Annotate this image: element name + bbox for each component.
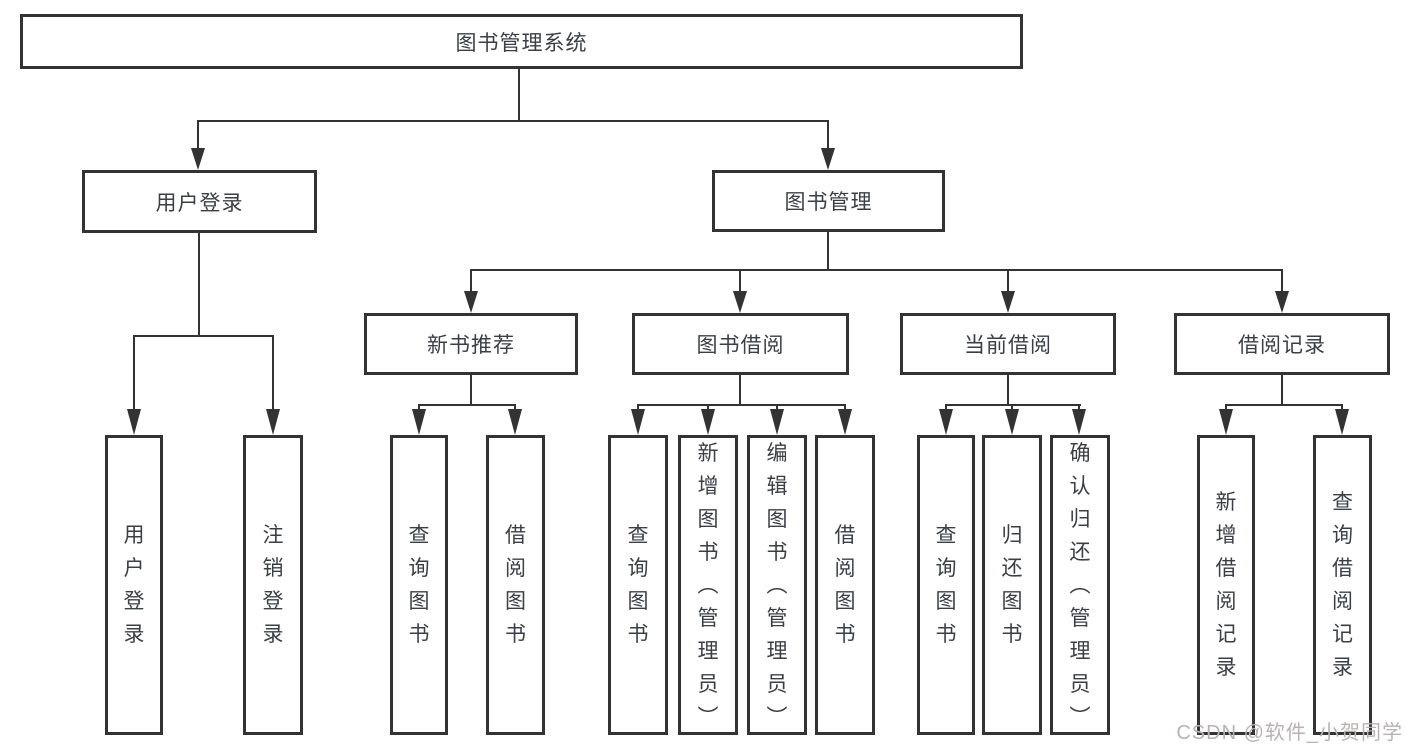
leaf-edit-book-admin-label: 编辑图书︵管理员︶ [766, 441, 788, 729]
arrowhead-down-icon [1335, 409, 1349, 435]
connector-line [827, 120, 829, 150]
node-user-login: 用户登录 [82, 170, 317, 233]
connector-line [272, 335, 274, 413]
connector-line [827, 232, 829, 271]
node-book-management: 图书管理 [712, 170, 945, 232]
connector-line [1007, 375, 1009, 406]
leaf-add-borrow-record-label: 新增借阅记录 [1215, 491, 1237, 679]
node-borrow-record: 借阅记录 [1174, 313, 1390, 375]
leaf-add-book-admin-label: 新增图书︵管理员︶ [697, 441, 719, 729]
connector-line [1011, 404, 1013, 412]
connector-line [707, 404, 709, 412]
leaf-borrow-book-2: 借阅图书 [815, 435, 875, 735]
connector-line [197, 120, 199, 150]
arrowhead-down-icon [770, 409, 784, 435]
connector-line [1281, 375, 1283, 406]
leaf-logout-label: 注销登录 [262, 524, 284, 646]
leaf-query-borrow-record: 查询借阅记录 [1313, 435, 1372, 735]
arrowhead-down-icon [701, 409, 715, 435]
leaf-edit-book-admin: 编辑图书︵管理员︶ [747, 435, 807, 735]
node-borrow-record-label: 借阅记录 [1238, 334, 1326, 357]
arrowhead-down-icon [191, 148, 205, 170]
node-current-borrow-label: 当前借阅 [964, 334, 1052, 357]
node-root-label: 图书管理系统 [455, 31, 588, 55]
leaf-query-book-1-label: 查询图书 [408, 524, 430, 646]
connector-line [133, 335, 273, 337]
connector-line [1007, 269, 1009, 293]
csdn-watermark: CSDN @软件_小贺同学 [1176, 722, 1403, 744]
connector-line [776, 404, 778, 412]
node-current-borrow: 当前借阅 [900, 313, 1116, 375]
connector-line [514, 404, 516, 412]
connector-line [518, 69, 520, 122]
leaf-borrow-book-2-label: 借阅图书 [834, 524, 856, 646]
arrowhead-down-icon [412, 409, 426, 435]
connector-line [198, 233, 200, 337]
connector-line [470, 269, 472, 293]
leaf-return-book-label: 归还图书 [1001, 524, 1023, 646]
node-new-book-recommend-label: 新书推荐 [427, 334, 515, 357]
connector-line [470, 269, 1282, 271]
connector-line [739, 375, 741, 406]
connector-line [1281, 269, 1283, 293]
connector-line [1078, 404, 1080, 412]
arrowhead-down-icon [1005, 409, 1019, 435]
leaf-query-book-1: 查询图书 [390, 435, 448, 735]
arrowhead-down-icon [1219, 409, 1233, 435]
leaf-query-book-2: 查询图书 [608, 435, 668, 735]
node-book-management-label: 图书管理 [784, 191, 873, 214]
arrowhead-down-icon [1275, 291, 1289, 313]
arrowhead-down-icon [1001, 291, 1015, 313]
connector-line [133, 335, 135, 413]
connector-line [637, 404, 639, 412]
node-book-borrow-label: 图书借阅 [696, 334, 785, 357]
connector-line [945, 404, 1081, 406]
leaf-confirm-return-admin-label: 确认归还︵管理员︶ [1069, 441, 1091, 729]
connector-line [418, 404, 516, 406]
arrowhead-down-icon [939, 409, 953, 435]
leaf-return-book: 归还图书 [982, 435, 1042, 735]
connector-line [470, 375, 472, 406]
leaf-add-borrow-record: 新增借阅记录 [1197, 435, 1255, 735]
leaf-logout: 注销登录 [243, 435, 303, 735]
node-new-book-recommend: 新书推荐 [364, 313, 578, 375]
leaf-query-book-2-label: 查询图书 [627, 524, 649, 646]
arrowhead-down-icon [508, 409, 522, 435]
connector-line [844, 404, 846, 412]
connector-line [945, 404, 947, 412]
arrowhead-down-icon [733, 291, 747, 313]
connector-line [418, 404, 420, 412]
leaf-borrow-book-1: 借阅图书 [486, 435, 545, 735]
connector-line [1225, 404, 1343, 406]
leaf-user-login-label: 用户登录 [123, 524, 145, 646]
leaf-confirm-return-admin: 确认归还︵管理员︶ [1050, 435, 1110, 735]
leaf-user-login: 用户登录 [105, 435, 163, 735]
leaf-query-book-3-label: 查询图书 [935, 524, 957, 646]
leaf-query-borrow-record-label: 查询借阅记录 [1332, 491, 1353, 679]
connector-line [1341, 404, 1343, 412]
connector-line [637, 404, 845, 406]
node-user-login-label: 用户登录 [155, 191, 244, 215]
arrowhead-down-icon [1072, 409, 1086, 435]
arrowhead-down-icon [464, 291, 478, 313]
connector-line [1225, 404, 1227, 412]
arrowhead-down-icon [631, 409, 645, 435]
arrowhead-down-icon [127, 409, 141, 435]
node-book-borrow: 图书借阅 [632, 313, 849, 375]
leaf-borrow-book-1-label: 借阅图书 [505, 524, 526, 646]
leaf-add-book-admin: 新增图书︵管理员︶ [678, 435, 738, 735]
connector-line [739, 269, 741, 293]
leaf-query-book-3: 查询图书 [917, 435, 975, 735]
arrowhead-down-icon [266, 409, 280, 435]
arrowhead-down-icon [821, 148, 835, 170]
node-root: 图书管理系统 [20, 14, 1023, 69]
connector-line [197, 120, 829, 122]
arrowhead-down-icon [838, 409, 852, 435]
